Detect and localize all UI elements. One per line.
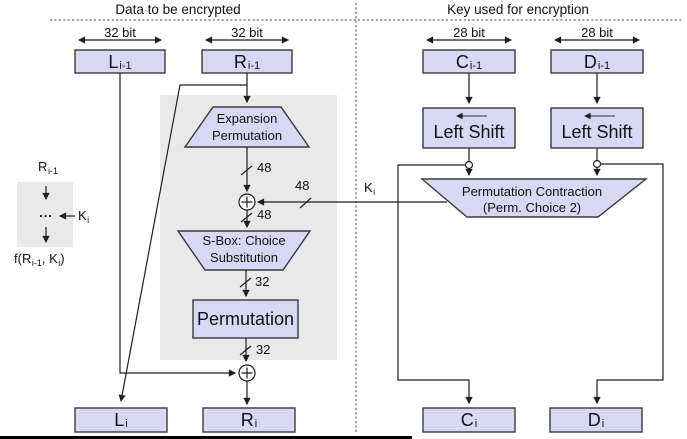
xor1-icon (238, 193, 256, 211)
register-r-next-sub: i (254, 418, 258, 430)
permutation-box (192, 299, 299, 339)
bus-width-c: 28 bit (453, 25, 485, 40)
expansion-line2: Permutation (211, 127, 283, 143)
register-r-prev-sub: i-1 (247, 59, 261, 72)
sbox-line1: S-Box: Choice (202, 233, 286, 248)
sbox-label: S-Box: Choice Substitution (184, 233, 304, 266)
register-c-prev-sub: i-1 (469, 59, 483, 72)
label-subkey-sub: i (373, 187, 376, 197)
xor2-icon (238, 364, 256, 382)
register-r-prev-main: R (233, 51, 247, 72)
wire-loop-d (593, 163, 664, 405)
expansion-line1: Expansion (216, 111, 278, 126)
register-c-prev-main: C (455, 51, 469, 72)
left-shift-d-label: Left Shift (561, 122, 633, 142)
legend-input-main: R (38, 159, 48, 174)
screen-edge-artifact (0, 436, 412, 439)
legend-input-label: Ri-1 (38, 159, 58, 177)
legend-dots: ... (39, 205, 53, 220)
label-subkey-main: K (364, 180, 373, 195)
left-section-title: Data to be encrypted (115, 2, 241, 17)
label-32-sbox-out: 32 (255, 274, 270, 289)
bus-width-d: 28 bit (581, 25, 613, 40)
perm-contraction-line1: Permutation Contraction (461, 184, 603, 199)
legend-key-sub: i (87, 215, 90, 225)
legend-input-sub: i-1 (47, 166, 58, 176)
legend-output-pre: f(R (14, 251, 32, 266)
sbox-line2: Substitution (210, 249, 278, 265)
register-d-next-sub: i (601, 418, 605, 430)
register-l-prev-sub: i-1 (119, 59, 132, 72)
register-c-next-box (422, 407, 516, 433)
sbox-trapezoid (176, 230, 312, 271)
right-section-title: Key used for encryption (447, 2, 589, 17)
label-subkey: Ki (364, 180, 376, 198)
legend-output-sub2: i (58, 258, 61, 268)
register-d-prev-sub: i-1 (597, 59, 611, 72)
slash-48-key (299, 197, 312, 209)
slash-32-sbox-out (239, 277, 252, 288)
label-48-key: 48 (295, 178, 310, 193)
register-l-next-box (74, 407, 168, 433)
legend-output-post: ) (60, 251, 65, 266)
slash-48-sbox (240, 212, 253, 223)
legend-output-sub1: i-1 (31, 258, 42, 268)
expansion-permutation-trapezoid (183, 106, 311, 148)
register-l-next-sub: i (125, 418, 128, 430)
register-l-prev-main: L (108, 51, 119, 72)
register-d-next-main: D (587, 410, 601, 430)
slash-32-perm-out (239, 345, 252, 356)
left-shift-c-label: Left Shift (433, 122, 505, 142)
register-r-next-main: R (240, 410, 254, 430)
label-32-perm-out: 32 (256, 342, 271, 357)
slash-48-expansion (240, 165, 253, 176)
left-shift-d-box (550, 107, 644, 149)
expansion-permutation-label: Expansion Permutation (187, 111, 307, 144)
perm-contraction-line2: (Perm. Choice 2) (482, 199, 582, 215)
label-48-sbox-in: 48 (257, 207, 272, 222)
register-l-next-main: L (114, 410, 125, 430)
legend-key-main: K (78, 208, 87, 223)
register-c-next-main: C (460, 410, 474, 430)
junction-d-icon (592, 159, 602, 169)
wire-loop-c (397, 164, 473, 405)
junction-c-icon (464, 160, 474, 170)
register-r-next-box (202, 407, 296, 433)
register-d-prev-main: D (583, 51, 597, 72)
wire-rprev-to-lnext (118, 84, 247, 403)
register-c-next-sub: i (474, 418, 478, 430)
wire-lprev-to-xor2 (119, 73, 237, 377)
perm-contraction-trapezoid (420, 178, 649, 218)
legend-output-mid: , K (41, 251, 58, 266)
perm-contraction-label: Permutation Contraction (Perm. Choice 2) (442, 184, 622, 215)
label-48-expansion-out: 48 (257, 160, 272, 175)
bus-width-l: 32 bit (104, 25, 136, 40)
legend-key-label: Ki (78, 208, 90, 226)
register-d-next-box (549, 407, 643, 433)
permutation-label: Permutation (196, 309, 295, 329)
bus-width-r: 32 bit (231, 25, 263, 40)
legend-output-label: f(Ri-1, Ki) (14, 251, 65, 269)
